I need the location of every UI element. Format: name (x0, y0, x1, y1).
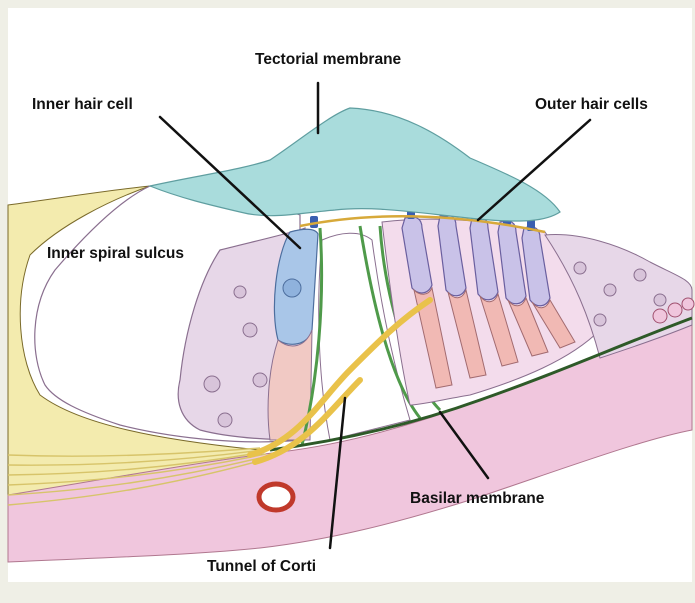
blood-vessel (259, 484, 293, 510)
label-tectorial-membrane: Tectorial membrane (255, 51, 401, 69)
inner-hair-cell-nucleus (283, 279, 301, 297)
label-inner-hair-cell: Inner hair cell (32, 96, 133, 114)
label-outer-hair-cells: Outer hair cells (535, 96, 648, 114)
label-tunnel-of-corti: Tunnel of Corti (207, 558, 316, 576)
label-inner-spiral-sulcus: Inner spiral sulcus (47, 245, 184, 263)
label-basilar-membrane: Basilar membrane (410, 490, 544, 508)
